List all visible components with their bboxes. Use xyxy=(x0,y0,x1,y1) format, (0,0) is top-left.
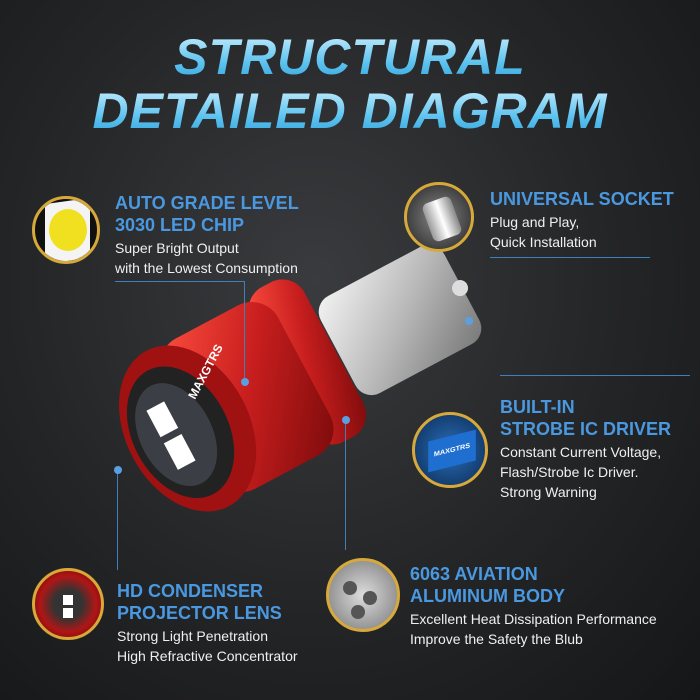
leader-line-driver xyxy=(500,375,690,376)
title-line-1: STRUCTURAL xyxy=(0,28,700,86)
feature-desc: Constant Current Voltage,Flash/Strobe Ic… xyxy=(500,444,662,500)
feature-title: PROJECTOR LENS xyxy=(117,603,282,623)
projector-lens-icon xyxy=(32,568,104,640)
feature-title: 3030 LED CHIP xyxy=(115,215,245,235)
feature-aluminum-body: 6063 AVIATION ALUMINUM BODY Excellent He… xyxy=(410,563,657,649)
leader-line-socket xyxy=(490,257,650,258)
feature-title: UNIVERSAL SOCKET xyxy=(490,189,674,209)
feature-projector-lens: HD CONDENSER PROJECTOR LENS Strong Light… xyxy=(117,580,298,666)
chip-brand: MAXGTRS xyxy=(428,429,476,473)
feature-title: HD CONDENSER xyxy=(117,581,264,601)
leader-line-body xyxy=(345,420,410,550)
feature-title: STROBE IC DRIVER xyxy=(500,419,672,439)
socket-base xyxy=(318,244,482,396)
marker-socket xyxy=(465,317,473,325)
marker-body xyxy=(342,416,350,424)
aluminum-body-icon xyxy=(326,558,400,632)
marker-lens xyxy=(114,466,122,474)
marker-led xyxy=(241,378,249,386)
feature-ic-driver: BUILT-IN STROBE IC DRIVER Constant Curre… xyxy=(500,396,671,502)
title-line-2: DETAILED DIAGRAM xyxy=(0,82,700,140)
leader-line-lens xyxy=(117,470,118,570)
socket-icon xyxy=(404,182,474,252)
feature-socket: UNIVERSAL SOCKET Plug and Play,Quick Ins… xyxy=(490,188,674,252)
feature-title: AUTO GRADE LEVEL xyxy=(115,193,299,213)
feature-title: ALUMINUM BODY xyxy=(410,586,565,606)
feature-title: BUILT-IN xyxy=(500,397,575,417)
feature-led-chip: AUTO GRADE LEVEL 3030 LED CHIP Super Bri… xyxy=(115,192,299,278)
ic-chip-icon: MAXGTRS xyxy=(412,412,488,488)
leader-line-led xyxy=(115,281,245,381)
led-chip-icon xyxy=(32,196,100,264)
feature-title: 6063 AVIATION xyxy=(410,564,538,584)
feature-desc: Plug and Play,Quick Installation xyxy=(490,214,597,250)
red-body xyxy=(119,279,367,512)
